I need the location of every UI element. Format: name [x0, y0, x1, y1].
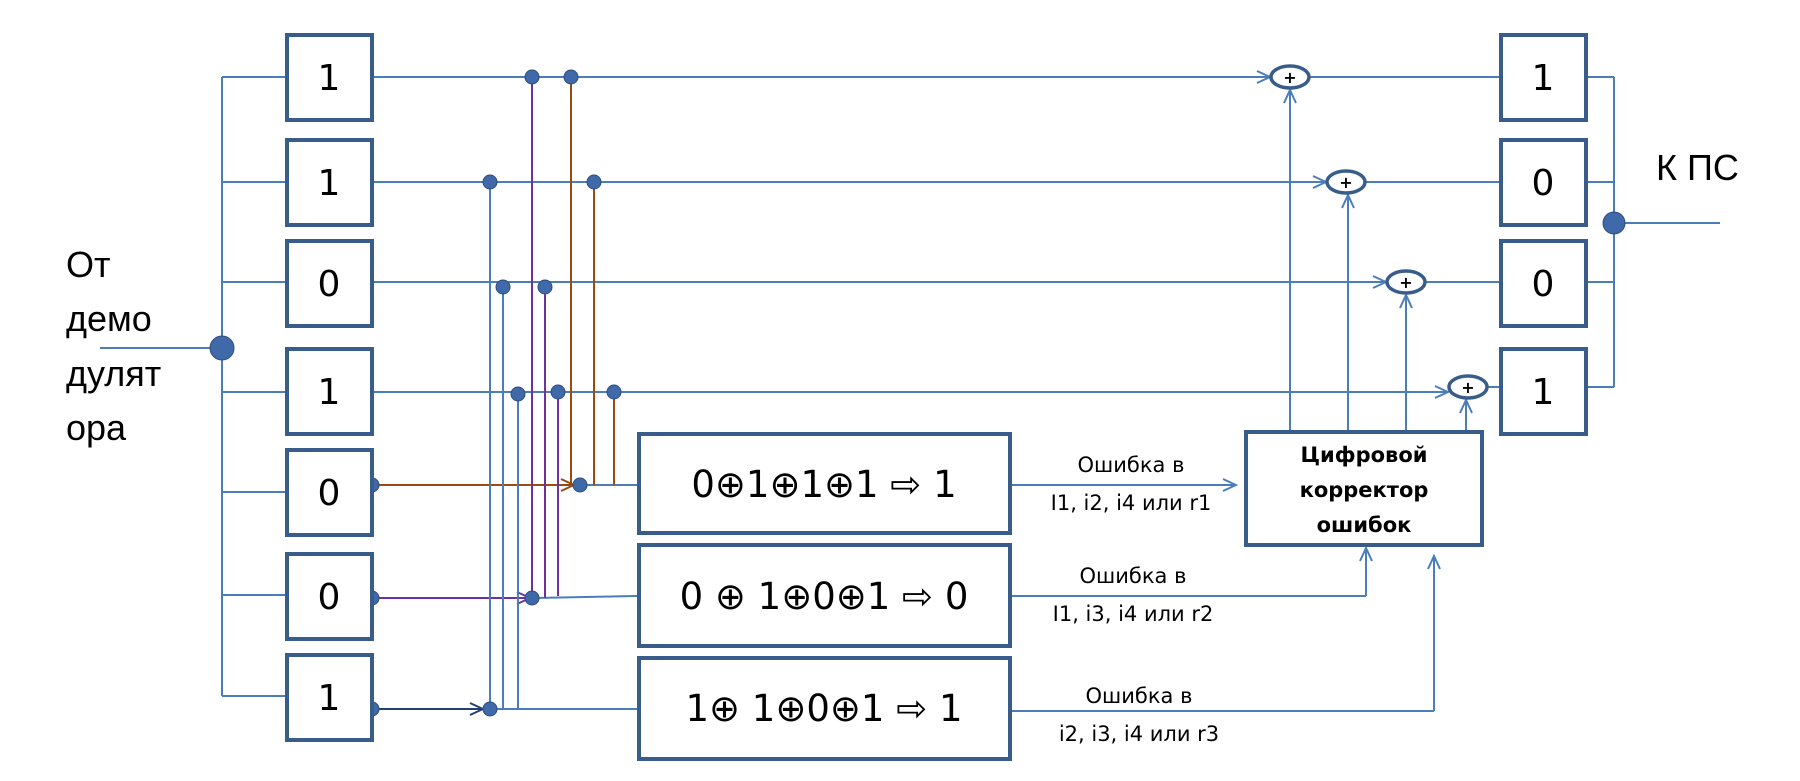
svg-text:1: 1: [318, 163, 341, 204]
svg-text:Ошибка в: Ошибка в: [1078, 453, 1185, 477]
svg-text:От: От: [66, 244, 111, 285]
output-bit-1: 1: [1499, 33, 1588, 122]
error-label-2: Ошибка в I1, i3, i4 или r2: [1053, 564, 1214, 626]
svg-text:демо: демо: [66, 298, 152, 339]
svg-text:1⊕ 1⊕0⊕1 ⇨ 1: 1⊕ 1⊕0⊕1 ⇨ 1: [686, 687, 963, 730]
input-bit-1: 1: [285, 33, 374, 122]
svg-text:+: +: [1339, 173, 1352, 192]
info-lines: [372, 77, 1500, 392]
output-label: К ПС: [1656, 147, 1739, 188]
syndrome-outputs: [1010, 485, 1434, 712]
check-bit-2: 0: [285, 552, 374, 641]
output-bus: [1586, 76, 1720, 388]
input-bit-4: 1: [285, 347, 374, 436]
input-bus: [100, 76, 287, 697]
svg-text:дулят: дулят: [66, 353, 161, 394]
svg-text:+: +: [1283, 68, 1296, 87]
svg-text:1: 1: [318, 372, 341, 413]
error-corrector-box: Цифровой корректор ошибок: [1244, 430, 1484, 547]
svg-text:1: 1: [318, 58, 341, 99]
syndrome-box-3: 1⊕ 1⊕0⊕1 ⇨ 1: [637, 656, 1012, 761]
check-bit-3: 1: [285, 653, 374, 742]
svg-text:1: 1: [1532, 372, 1555, 413]
output-bit-2: 0: [1499, 138, 1588, 227]
corrector-outputs: [1290, 90, 1466, 432]
xor-gate-2: +: [1325, 169, 1367, 195]
svg-text:0 ⊕ 1⊕0⊕1 ⇨ 0: 0 ⊕ 1⊕0⊕1 ⇨ 0: [680, 575, 969, 618]
output-bit-3: 0: [1499, 239, 1588, 328]
error-label-3: Ошибка в i2, i3, i4 или r3: [1059, 684, 1219, 746]
svg-text:Цифровой: Цифровой: [1301, 443, 1428, 467]
check-lines: [372, 485, 639, 709]
input-label: От демо дулят ора: [66, 244, 161, 448]
svg-text:Ошибка в: Ошибка в: [1080, 564, 1187, 588]
output-bit-4: 1: [1499, 347, 1588, 436]
svg-text:0: 0: [318, 473, 341, 514]
svg-text:Ошибка в: Ошибка в: [1086, 684, 1193, 708]
svg-text:i2, i3, i4 или r3: i2, i3, i4 или r3: [1059, 722, 1219, 746]
svg-text:I1, i3, i4 или r2: I1, i3, i4 или r2: [1053, 602, 1214, 626]
xor-gate-4: +: [1447, 374, 1489, 400]
svg-text:0⊕1⊕1⊕1 ⇨ 1: 0⊕1⊕1⊕1 ⇨ 1: [691, 463, 956, 506]
svg-text:1: 1: [318, 678, 341, 719]
xor-gate-1: +: [1269, 64, 1311, 90]
svg-text:0: 0: [318, 577, 341, 618]
svg-text:0: 0: [1532, 163, 1555, 204]
svg-text:+: +: [1399, 273, 1412, 292]
error-label-1: Ошибка в I1, i2, i4 или r1: [1051, 453, 1212, 515]
junction-dots: [364, 69, 622, 717]
syndrome-box-1: 0⊕1⊕1⊕1 ⇨ 1: [637, 432, 1012, 535]
svg-text:+: +: [1461, 378, 1474, 397]
tap-lines: [489, 77, 615, 709]
svg-text:0: 0: [318, 264, 341, 305]
svg-text:I1, i2, i4 или r1: I1, i2, i4 или r1: [1051, 491, 1212, 515]
xor-gate-3: +: [1385, 269, 1427, 295]
input-bit-3: 0: [285, 239, 374, 328]
svg-text:ошибок: ошибок: [1317, 513, 1412, 537]
svg-text:0: 0: [1532, 264, 1555, 305]
svg-text:ора: ора: [66, 407, 127, 448]
syndrome-box-2: 0 ⊕ 1⊕0⊕1 ⇨ 0: [637, 543, 1012, 648]
input-bit-2: 1: [285, 138, 374, 227]
svg-text:1: 1: [1532, 58, 1555, 99]
check-bit-1: 0: [285, 448, 374, 537]
svg-text:корректор: корректор: [1300, 478, 1429, 502]
